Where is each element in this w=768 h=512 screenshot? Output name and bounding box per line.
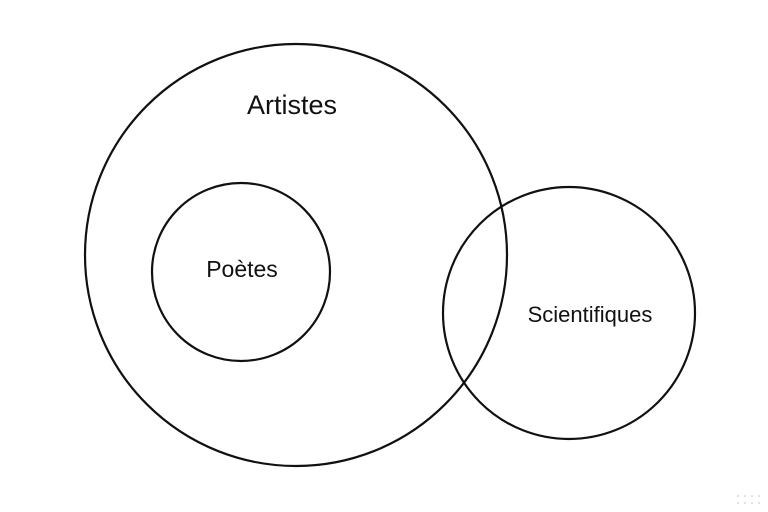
artistes-set-label: Artistes: [247, 90, 337, 120]
scientifiques-set-label: Scientifiques: [528, 302, 653, 327]
artistes-set-circle: [83, 42, 509, 468]
watermark-dots: [737, 495, 760, 504]
poetes-set-circle: [150, 181, 332, 363]
scientifiques-set-circle: [441, 185, 697, 441]
poetes-set-label: Poètes: [206, 256, 278, 282]
